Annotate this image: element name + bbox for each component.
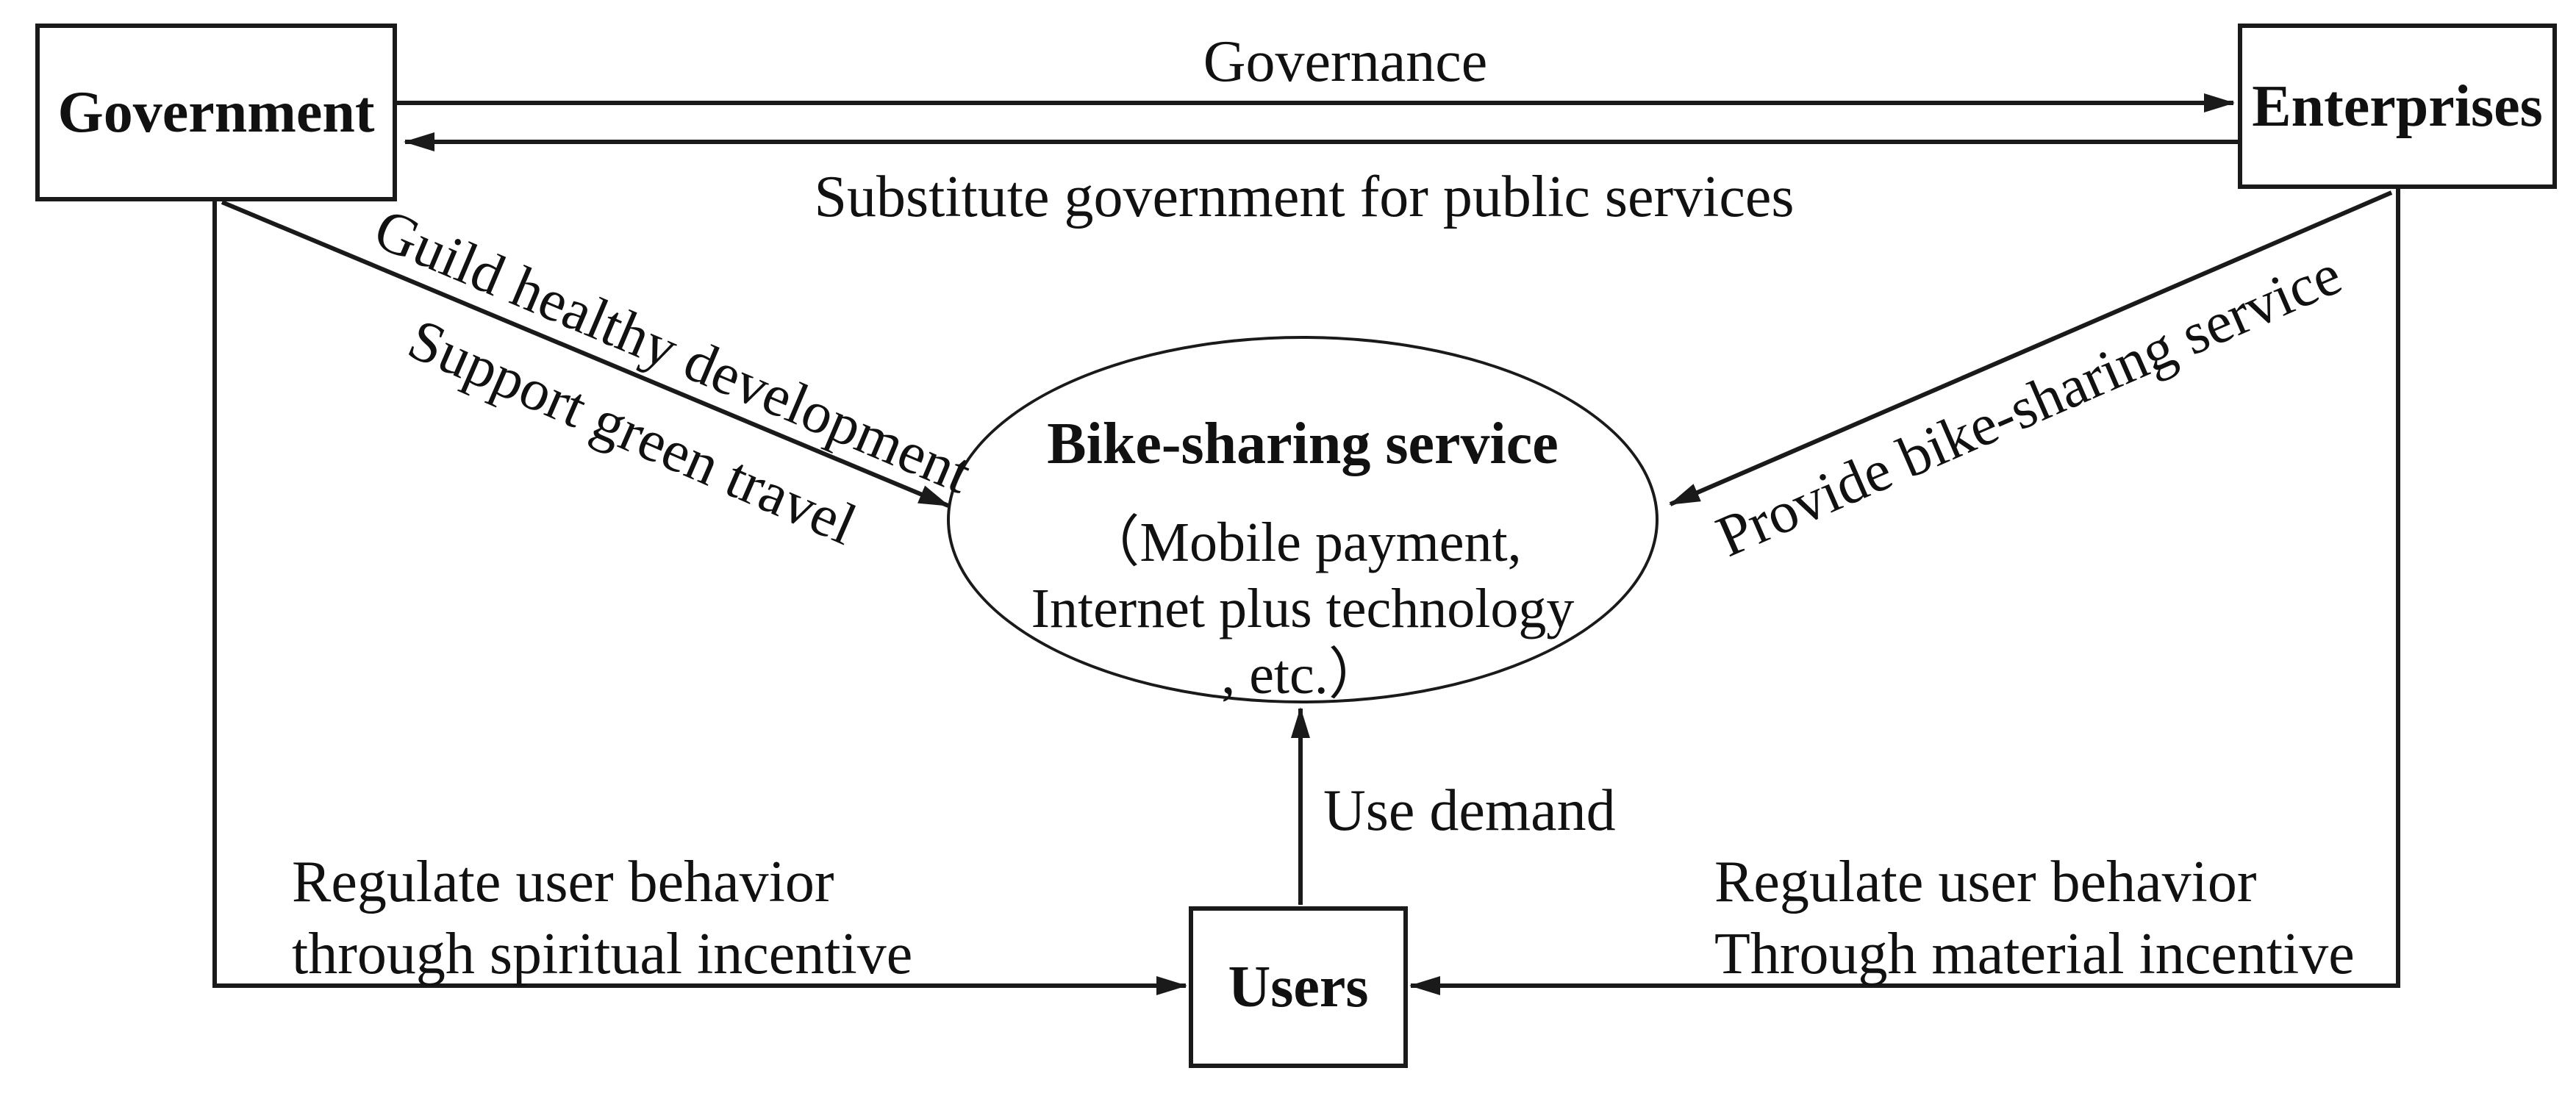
edge-regulate-material-arrow — [1409, 189, 2400, 995]
service-subtitle-line2: Internet plus technology — [1031, 578, 1575, 639]
enterprises-label: Enterprises — [2252, 74, 2543, 139]
service-subtitle-line3: , etc.） — [1221, 644, 1384, 706]
regulate-spiritual-line2: through spiritual incentive — [292, 922, 913, 986]
regulate-spiritual-edge-label: Regulate user behavior through spiritual… — [292, 846, 912, 990]
service-subtitle-line1: （Mobile payment, — [1084, 512, 1522, 573]
node-bike-sharing-service: Bike-sharing service （Mobile payment, In… — [947, 336, 1659, 706]
regulate-material-edge-label: Regulate user behavior Through material … — [1714, 846, 2355, 990]
governance-edge-label: Governance — [1203, 29, 1488, 94]
edge-regulate-spiritual-arrow — [212, 201, 1187, 995]
node-enterprises: Enterprises — [2238, 24, 2557, 189]
edge-guild-support-arrow — [221, 200, 950, 508]
use-demand-edge-label: Use demand — [1323, 778, 1616, 843]
regulate-material-line2: Through material incentive — [1714, 922, 2355, 986]
regulate-spiritual-line1: Regulate user behavior — [292, 850, 834, 914]
users-label: Users — [1228, 955, 1369, 1019]
node-government: Government — [35, 24, 397, 201]
service-subtitle: （Mobile payment, Internet plus technolog… — [950, 509, 1656, 708]
service-title: Bike-sharing service — [1047, 412, 1559, 476]
regulate-material-line1: Regulate user behavior — [1714, 850, 2257, 914]
edge-provide-arrow — [1669, 190, 2393, 506]
node-users: Users — [1189, 906, 1408, 1068]
substitute-edge-label: Substitute government for public service… — [814, 165, 1795, 229]
government-label: Government — [57, 80, 375, 145]
